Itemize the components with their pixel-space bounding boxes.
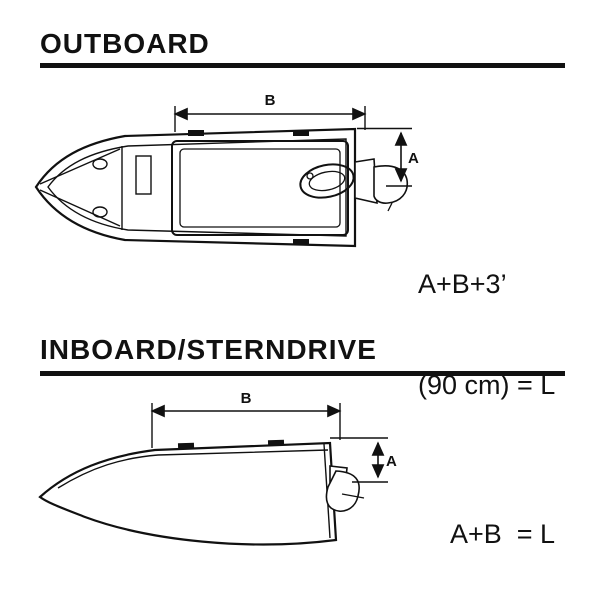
cleat [293,239,309,245]
outboard-boat-top-view [34,127,409,248]
dimension-b: B [173,92,367,132]
cleat [293,130,309,136]
dimension-a-label: A [386,453,397,470]
dimension-b: B [150,390,342,448]
inner-gunwale [47,138,347,237]
hull-outline [34,127,357,248]
inboard-boat-side-view [38,439,365,546]
outboard-motor [354,158,409,212]
bow-hatch [92,158,108,170]
outboard-title: OUTBOARD [40,28,210,59]
engine-cowling [299,163,355,199]
hull-outline [38,441,338,546]
rub-rail [57,449,329,489]
inboard-title: INBOARD/STERNDRIVE [40,334,377,365]
cowling-latch [306,172,314,180]
cockpit-outer [171,140,349,236]
dimension-a: A [330,437,397,483]
inboard-length-formula: A+B = L [450,519,556,549]
cleat [177,442,195,449]
dimension-a: A [357,127,419,187]
inboard-boat-diagram: B A [38,390,397,546]
bow-hatch [92,206,108,218]
inboard-divider [40,371,565,376]
dimension-b-label: B [241,390,252,407]
dimension-a-label: A [408,150,419,167]
cleat [188,130,204,136]
sterndrive-unit [325,465,365,512]
formula-line-1: A+B+3’ [418,268,507,299]
console [135,155,152,195]
cockpit-inner [179,148,341,228]
cleat [267,439,285,446]
bow-deck-seams [39,146,123,230]
outboard-boat-diagram: B A [34,92,419,248]
dimension-b-label: B [265,92,276,109]
outboard-divider [40,63,565,68]
